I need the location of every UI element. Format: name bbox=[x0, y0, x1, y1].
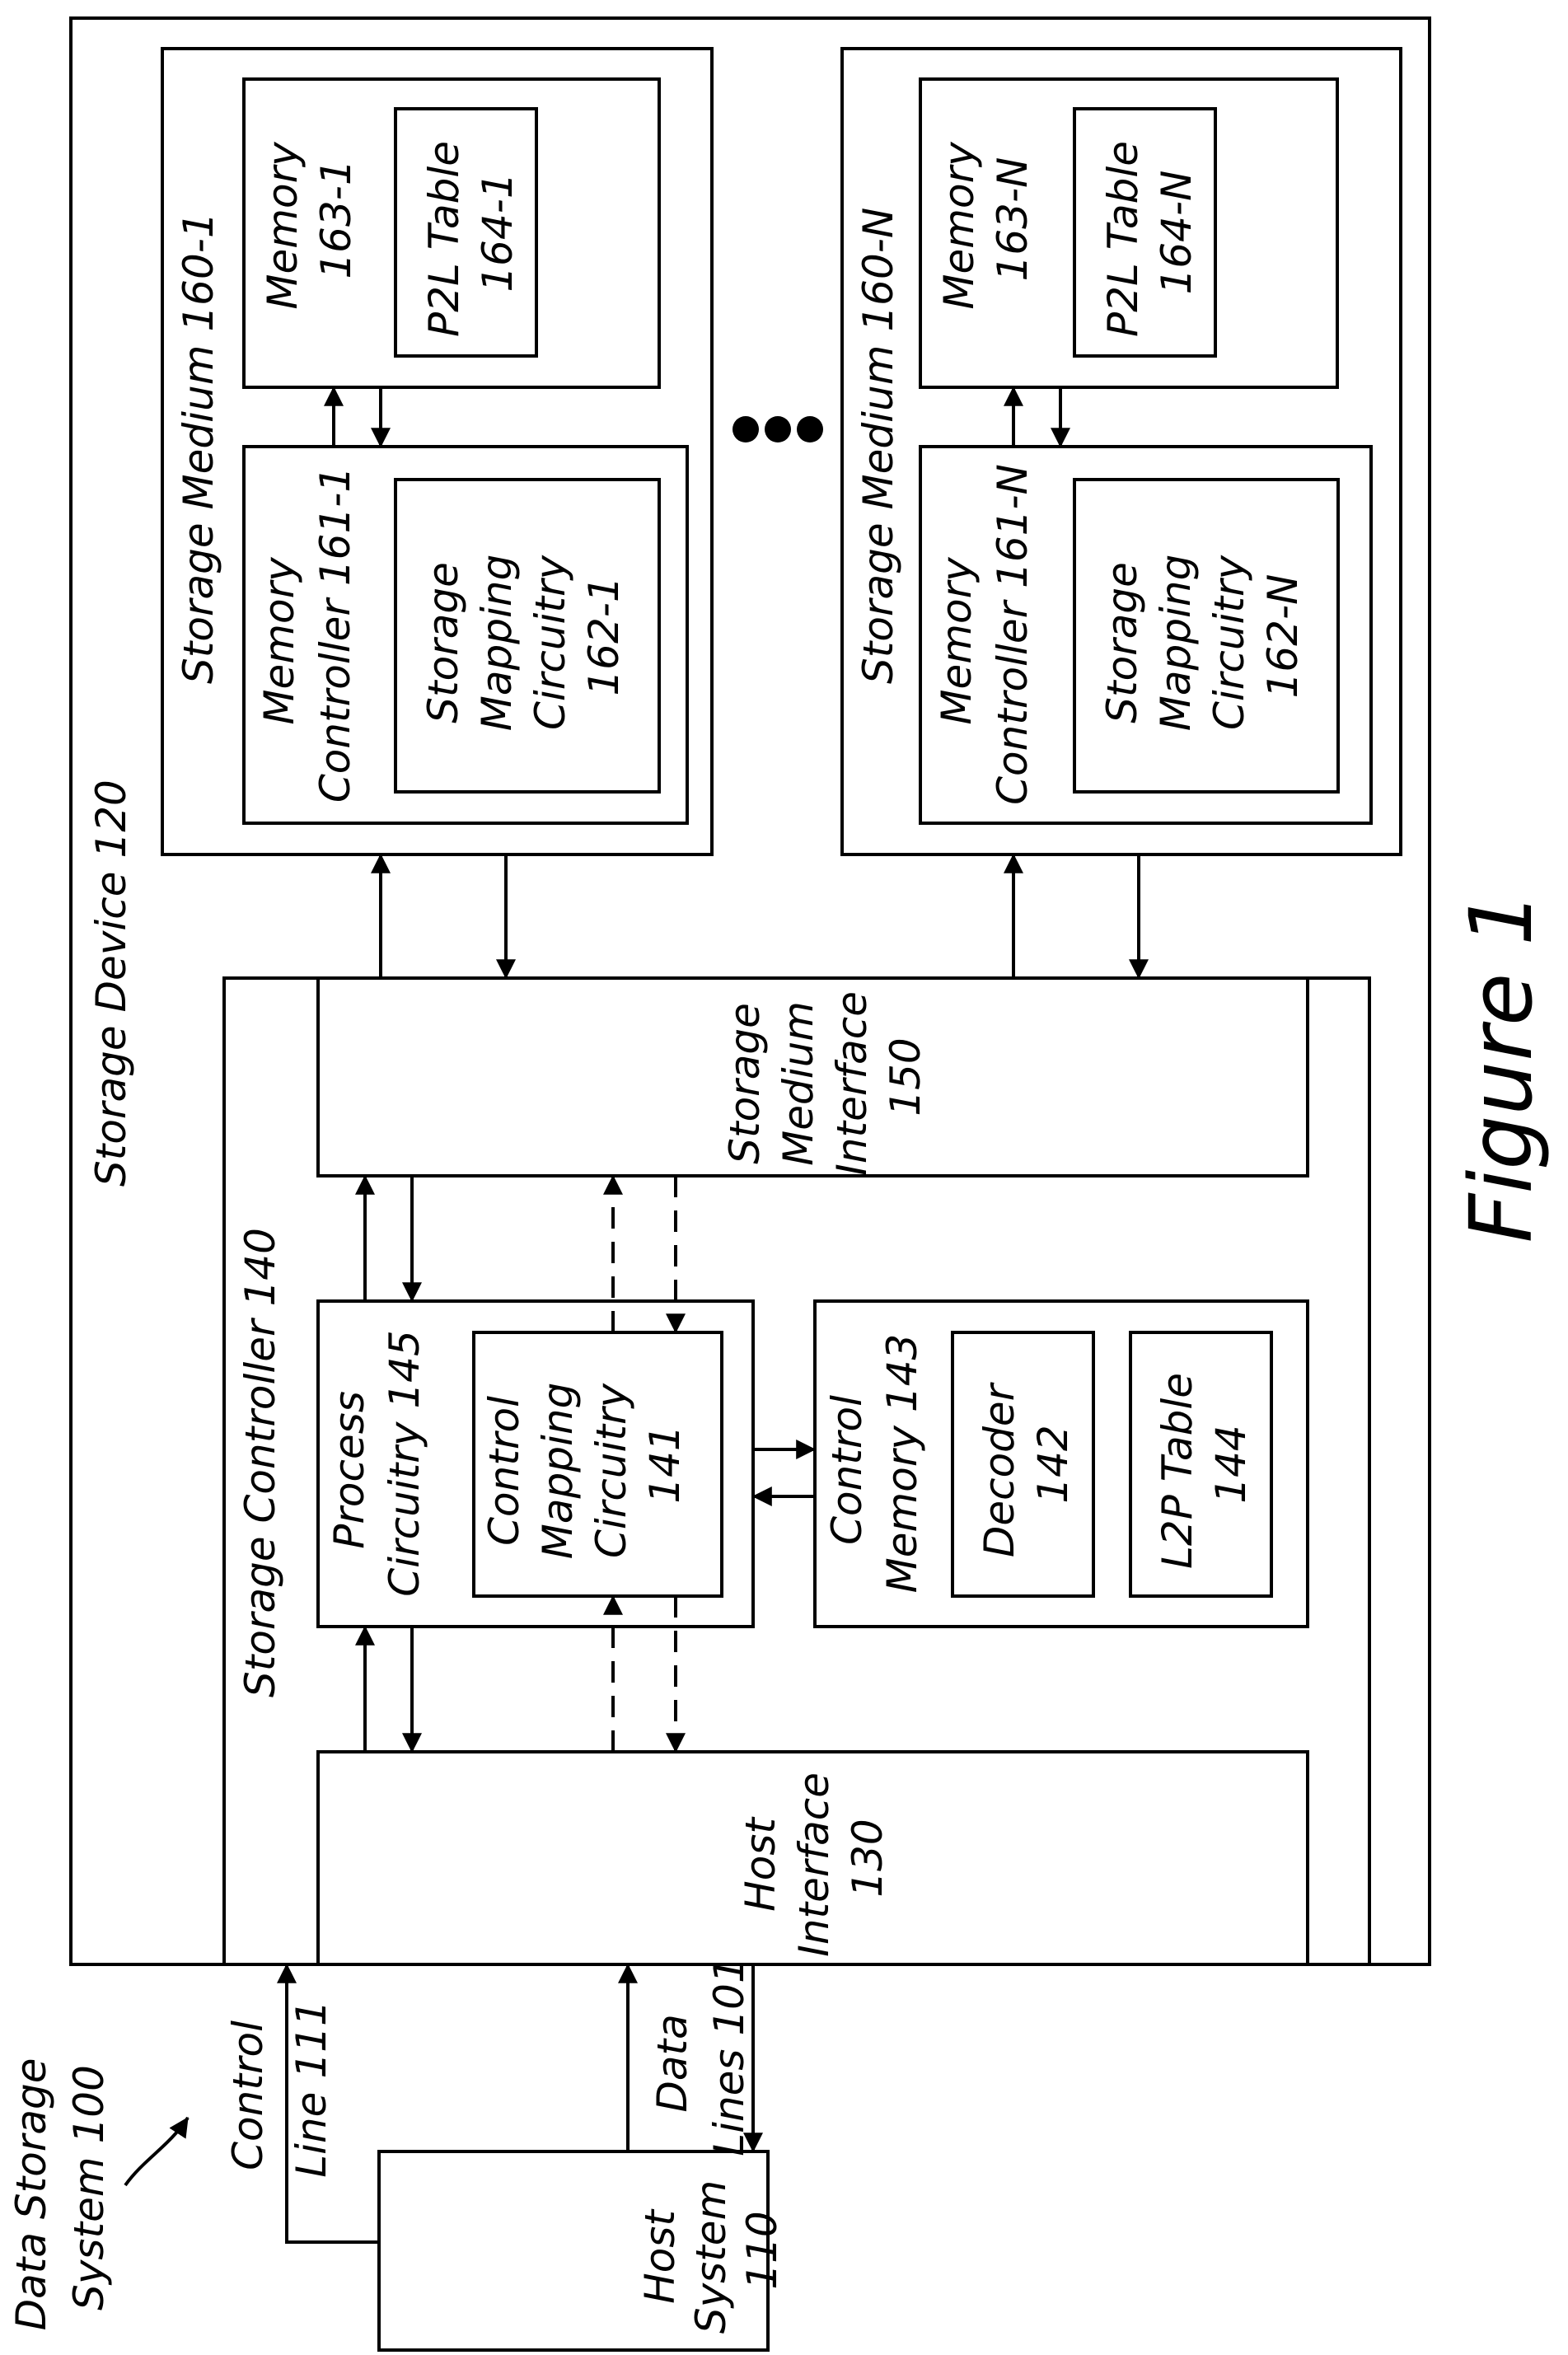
ellipsis-dot bbox=[733, 416, 759, 442]
host-interface-label: Host Interface 130 bbox=[737, 1759, 892, 1957]
memory-controller-161-n-label: Memory Controller 161-N bbox=[933, 464, 1037, 805]
figure-label: Figure 1 bbox=[1451, 892, 1552, 1243]
control-memory-label: Control Memory 143 bbox=[823, 1334, 926, 1594]
decoder-label: Decoder 142 bbox=[976, 1371, 1077, 1557]
storage-mapping-162-n-label: Storage Mapping Circuitry 162-N bbox=[1098, 541, 1307, 731]
memory-163-n-label: Memory 163-N bbox=[935, 129, 1037, 309]
storage-medium-n-label: Storage Medium 160-N bbox=[854, 208, 902, 684]
data-lines-label: Data Lines 101 bbox=[648, 1957, 753, 2156]
storage-controller-label: Storage Controller 140 bbox=[236, 1228, 284, 1697]
storage-medium-1-label: Storage Medium 160-1 bbox=[175, 212, 222, 684]
memory-163-1-label: Memory 163-1 bbox=[259, 129, 360, 309]
system-pointer-arrow bbox=[125, 2118, 188, 2185]
storage-device-label: Storage Device 120 bbox=[87, 780, 135, 1187]
data-storage-system-label: Data Storage System 100 bbox=[7, 2045, 113, 2331]
ellipsis-dot bbox=[765, 416, 791, 442]
control-mapping-circuitry-label: Control Mapping Circuitry 141 bbox=[480, 1369, 689, 1559]
ellipsis-dot bbox=[797, 416, 823, 442]
p2l-table-164-n-label: P2L Table 164-N bbox=[1099, 128, 1201, 337]
l2p-table-label: L2P Table 144 bbox=[1154, 1360, 1255, 1569]
control-line-label: Control Line 111 bbox=[224, 2000, 335, 2178]
process-circuitry-label: Process Circuitry 145 bbox=[325, 1330, 428, 1597]
host-system-label: Host System 110 bbox=[636, 2167, 786, 2334]
storage-medium-interface-label: Storage Medium Interface 150 bbox=[721, 978, 929, 1176]
memory-controller-161-1-label: Memory Controller 161-1 bbox=[255, 466, 359, 803]
p2l-table-164-1-label: P2L Table 164-1 bbox=[420, 128, 522, 337]
storage-mapping-162-1-label: Storage Mapping Circuitry 162-1 bbox=[419, 541, 628, 731]
